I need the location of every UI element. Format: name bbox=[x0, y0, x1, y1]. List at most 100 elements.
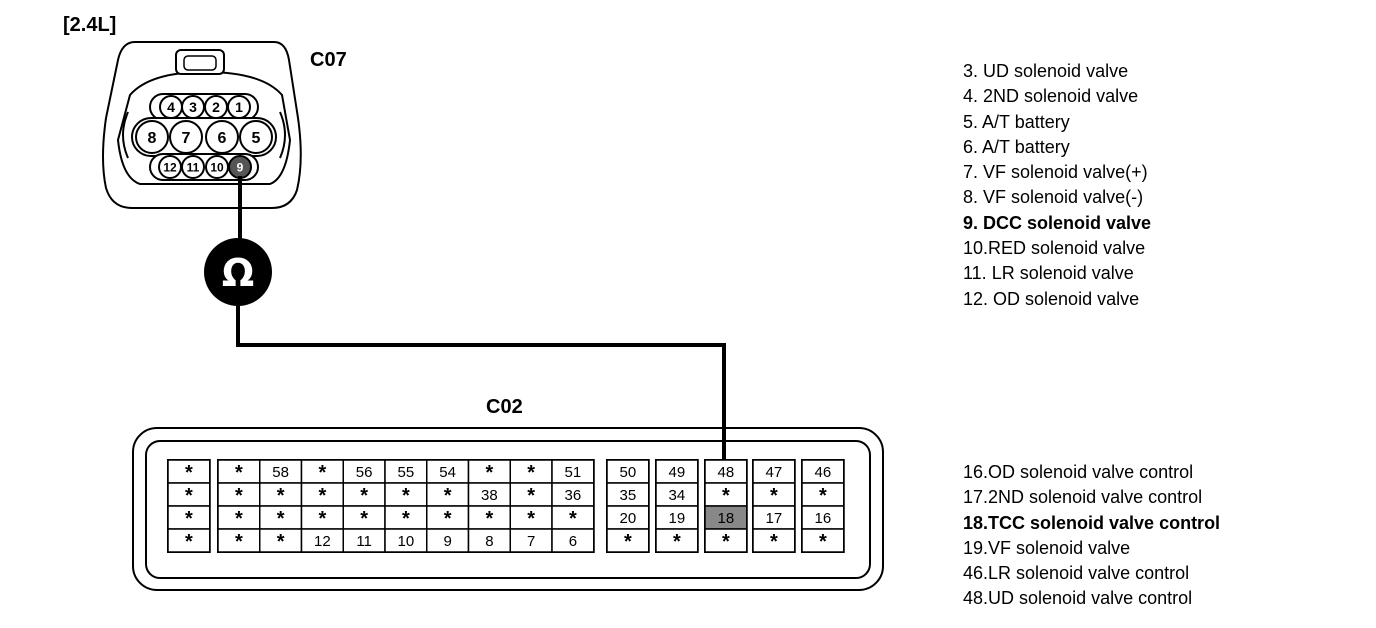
svg-text:48: 48 bbox=[718, 464, 735, 481]
svg-text:*: * bbox=[485, 462, 493, 484]
svg-text:55: 55 bbox=[398, 464, 415, 481]
c02-pin-group: **** bbox=[167, 459, 211, 553]
svg-text:9: 9 bbox=[443, 533, 451, 550]
variant-label: [2.4L] bbox=[63, 14, 117, 36]
c02-pin-49: 49 bbox=[655, 459, 699, 484]
svg-text:8: 8 bbox=[148, 130, 157, 147]
svg-text:*: * bbox=[277, 485, 285, 507]
c02-pin-46: 46 bbox=[801, 459, 845, 484]
svg-text:*: * bbox=[722, 531, 730, 553]
svg-text:19: 19 bbox=[669, 510, 686, 527]
svg-text:20: 20 bbox=[620, 510, 637, 527]
c02-pin-unused: * bbox=[259, 528, 303, 553]
c07-pin-9: 9 bbox=[228, 155, 252, 179]
c02-pin-group: 47*17* bbox=[752, 459, 796, 553]
c07-legend-item: 6. A/T battery bbox=[963, 136, 1070, 157]
c02-pin-unused: * bbox=[217, 482, 261, 507]
c02-pin-unused: * bbox=[752, 482, 796, 507]
c02-pin-group: 46*16* bbox=[801, 459, 845, 553]
c02-pin-unused: * bbox=[384, 482, 428, 507]
svg-text:*: * bbox=[527, 508, 535, 530]
svg-text:*: * bbox=[235, 531, 243, 553]
svg-text:*: * bbox=[360, 485, 368, 507]
c07-pin-2: 2 bbox=[204, 95, 228, 119]
svg-text:2: 2 bbox=[212, 99, 220, 115]
svg-text:*: * bbox=[235, 485, 243, 507]
c02-legend-item: 16.OD solenoid valve control bbox=[963, 462, 1194, 482]
c07-legend-item: 12. OD solenoid valve bbox=[963, 288, 1140, 309]
c02-pin-unused: * bbox=[167, 528, 211, 553]
c02-legend-item: 17.2ND solenoid valve control bbox=[963, 487, 1203, 508]
svg-text:*: * bbox=[318, 508, 326, 530]
c02-pin-unused: * bbox=[467, 459, 511, 484]
c07-pin-4: 4 bbox=[159, 95, 183, 119]
svg-text:9: 9 bbox=[237, 160, 244, 174]
svg-text:*: * bbox=[722, 485, 730, 507]
c02-pin-unused: * bbox=[426, 482, 470, 507]
c07-label: C07 bbox=[310, 49, 347, 71]
c02-pin-unused: * bbox=[509, 505, 553, 530]
svg-text:*: * bbox=[527, 462, 535, 484]
c02-pin-unused: * bbox=[801, 482, 845, 507]
svg-text:34: 34 bbox=[669, 487, 686, 504]
svg-text:*: * bbox=[277, 508, 285, 530]
c02-pin-38: 38 bbox=[467, 482, 511, 507]
c02-pin-unused: * bbox=[217, 505, 261, 530]
c07-legend-item: 7. VF solenoid valve(+) bbox=[963, 162, 1148, 183]
c02-pin-group: 48 * 18 * bbox=[704, 459, 748, 553]
c07-pin-7: 7 bbox=[169, 120, 203, 154]
c07-pin-12: 12 bbox=[158, 155, 182, 179]
svg-text:12: 12 bbox=[163, 160, 177, 174]
c02-pin-unused: * bbox=[342, 505, 386, 530]
c07-pin-5: 5 bbox=[239, 120, 273, 154]
c02-pin-unused: * bbox=[217, 459, 261, 484]
c02-pin-51: 51 bbox=[551, 459, 595, 484]
c02-pin-36: 36 bbox=[551, 482, 595, 507]
svg-text:10: 10 bbox=[210, 160, 224, 174]
svg-text:47: 47 bbox=[766, 464, 783, 481]
svg-text:50: 50 bbox=[620, 464, 637, 481]
c02-pin-34: 34 bbox=[655, 482, 699, 507]
c02-pin-58: 58 bbox=[259, 459, 303, 484]
c02-legend-item: 46.LR solenoid valve control bbox=[963, 563, 1190, 584]
c02-pin-unused: * bbox=[259, 505, 303, 530]
c02-pin-unused: * bbox=[509, 459, 553, 484]
c02-pin-unused: * bbox=[300, 459, 344, 484]
c02-pin-unused: * bbox=[167, 505, 211, 530]
c07-legend-item: 8. VF solenoid valve(-) bbox=[963, 187, 1144, 208]
c02-pin-19: 19 bbox=[655, 505, 699, 530]
svg-text:*: * bbox=[277, 531, 285, 553]
svg-text:Ω: Ω bbox=[222, 251, 254, 295]
c02-pin-8: 8 bbox=[467, 528, 511, 553]
svg-text:35: 35 bbox=[620, 487, 637, 504]
svg-text:36: 36 bbox=[565, 487, 582, 504]
svg-text:*: * bbox=[235, 508, 243, 530]
c02-pin-12: 12 bbox=[300, 528, 344, 553]
c02-pin-56: 56 bbox=[342, 459, 386, 484]
svg-text:6: 6 bbox=[569, 533, 577, 550]
c02-pin-group: 50 35 20* bbox=[606, 459, 650, 553]
c07-pin-10: 10 bbox=[205, 155, 229, 179]
svg-text:8: 8 bbox=[485, 533, 493, 550]
c02-connector: ********58******1256**1155**1054**9*38*8… bbox=[132, 427, 884, 591]
svg-text:49: 49 bbox=[669, 464, 686, 481]
c02-pin-unused: * bbox=[606, 528, 650, 553]
svg-text:11: 11 bbox=[187, 160, 200, 174]
c02-pin-group: ****58******1256**1155**1054**9*38*8***7… bbox=[217, 459, 595, 553]
c02-pin-unused: * bbox=[300, 505, 344, 530]
c02-pin-unused: * bbox=[509, 482, 553, 507]
svg-text:7: 7 bbox=[182, 130, 191, 147]
svg-text:18: 18 bbox=[718, 510, 735, 527]
svg-text:3: 3 bbox=[189, 99, 197, 115]
c02-pin-unused: * bbox=[704, 528, 748, 553]
c07-legend-item: 5. A/T battery bbox=[963, 111, 1070, 132]
svg-text:16: 16 bbox=[815, 510, 832, 527]
c02-pin-unused: * bbox=[551, 505, 595, 530]
c02-pin-unused: * bbox=[752, 528, 796, 553]
c07-legend-item: 11. LR solenoid valve bbox=[963, 263, 1134, 284]
c02-pin-17: 17 bbox=[752, 505, 796, 530]
